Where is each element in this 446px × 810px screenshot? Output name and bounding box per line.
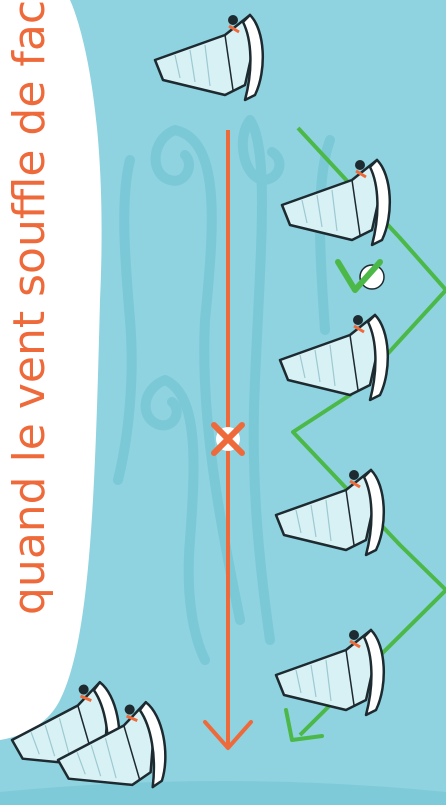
caption-text: quand le vent souffle de face (0, 0, 60, 805)
cross-mark-icon (214, 425, 242, 453)
